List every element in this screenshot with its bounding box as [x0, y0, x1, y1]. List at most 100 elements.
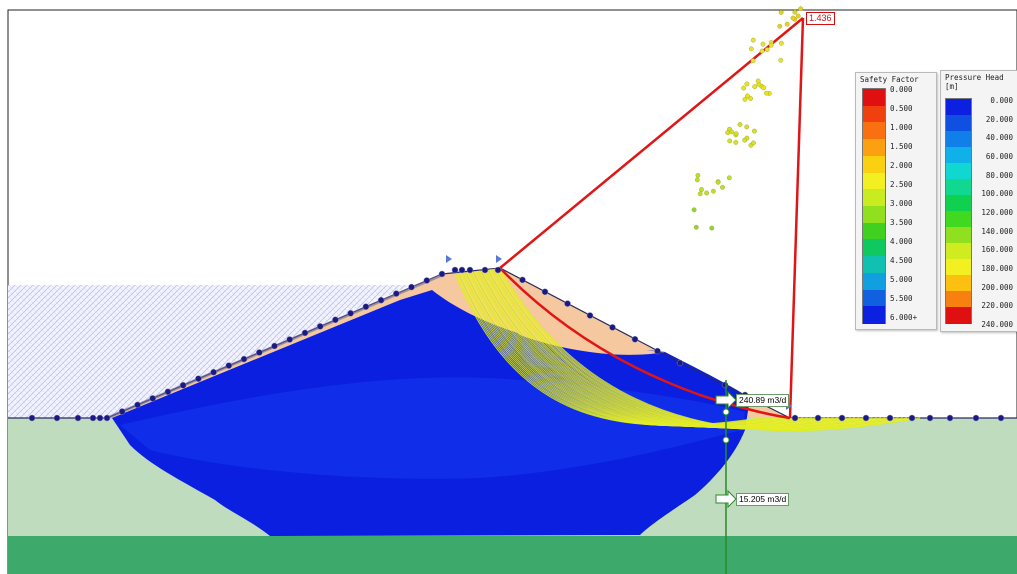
flux-label-upper[interactable]: 240.89 m3/d — [736, 394, 790, 407]
slip-center-point — [751, 140, 756, 146]
boundary-node — [118, 408, 126, 415]
slip-center-point — [752, 84, 758, 90]
slip-center-point — [792, 9, 798, 15]
slip-center-point — [745, 93, 750, 99]
slip-center-point — [711, 188, 716, 194]
flux-label-lower[interactable]: 15.205 m3/d — [736, 493, 790, 506]
boundary-node — [53, 414, 61, 422]
boundary-node — [519, 276, 526, 284]
legend-swatch — [946, 307, 971, 325]
boundary-node — [423, 277, 431, 284]
slip-center-point — [784, 21, 790, 27]
slip-center-point — [764, 90, 769, 96]
slip-center-point — [733, 131, 739, 137]
legend-swatch — [946, 275, 971, 293]
flux-node — [722, 408, 730, 416]
legend-swatch — [946, 259, 971, 277]
pressure-legend-label: 120.000 — [981, 208, 1013, 217]
boundary-node — [271, 342, 278, 350]
boundary-node — [332, 316, 339, 324]
legend-swatch — [863, 272, 885, 291]
boundary-node — [791, 414, 799, 422]
legend-swatch — [863, 105, 885, 124]
slip-center-point — [693, 224, 699, 230]
legend-swatch — [946, 243, 971, 261]
boundary-node — [134, 401, 141, 409]
safety-legend-label: 2.000 — [890, 161, 913, 171]
slip-center-point — [744, 124, 750, 130]
crest-marker-left — [446, 255, 452, 263]
boundary-node — [458, 266, 466, 274]
legend-swatch — [946, 195, 971, 213]
legend-swatch — [863, 122, 885, 141]
safety-legend-label: 5.000 — [890, 275, 913, 285]
boundary-node — [586, 312, 594, 319]
slip-center-point — [755, 78, 761, 84]
safety-legend-label: 4.500 — [890, 256, 913, 266]
flux-arrow-lower — [715, 489, 737, 509]
pressure-legend-label: 140.000 — [981, 226, 1013, 236]
boundary-node — [408, 283, 415, 291]
slip-center-point — [737, 122, 743, 127]
boundary-nodes — [28, 266, 1005, 422]
slip-center-point — [709, 225, 715, 231]
slip-center-point — [761, 85, 767, 91]
boundary-node — [362, 303, 370, 310]
boundary-node — [347, 310, 354, 317]
slip-center-point — [741, 85, 747, 91]
pressure-legend-title: Pressure Head [m] — [945, 73, 1004, 91]
boundary-node — [225, 362, 233, 369]
critical-safety-factor-label[interactable]: 1.436 — [806, 12, 835, 25]
boundary-node — [256, 349, 263, 356]
slip-center-point — [768, 42, 774, 48]
safety-legend-label: 1.000 — [890, 123, 913, 133]
legend-swatch — [863, 239, 885, 258]
safety-legend-label: 4.000 — [890, 237, 913, 247]
slip-radius-right — [788, 17, 805, 419]
slip-center-point — [704, 190, 709, 196]
slip-center-point — [695, 172, 701, 178]
slip-center-point — [778, 9, 784, 15]
slip-center-point — [742, 137, 748, 143]
boundary-node — [466, 266, 474, 274]
boundary-node — [451, 266, 459, 274]
slip-center-point — [778, 57, 784, 63]
boundary-node — [972, 414, 980, 422]
legend-swatch — [946, 291, 971, 309]
legend-swatch — [863, 289, 885, 308]
slip-center-point — [726, 175, 732, 181]
boundary-node — [96, 414, 104, 422]
boundary-node — [377, 296, 385, 304]
boundary-node — [946, 414, 954, 422]
slip-center-point — [744, 81, 750, 87]
legend-swatch — [946, 99, 971, 117]
reservoir-water — [8, 285, 412, 418]
boundary-node — [541, 288, 549, 296]
boundary-node — [393, 290, 400, 297]
slip-center-point — [750, 37, 756, 43]
legend-swatch — [863, 139, 885, 158]
boundary-node — [316, 323, 324, 330]
legend-swatch — [863, 155, 885, 174]
boundary-node — [886, 414, 894, 422]
pressure-legend-label: 80.000 — [985, 170, 1013, 180]
pressure-legend-label: 240.000 — [981, 320, 1013, 329]
pressure-legend-label: 40.000 — [985, 133, 1013, 143]
slip-center-point — [764, 47, 770, 53]
legend-swatch — [863, 306, 885, 325]
boundary-node — [103, 414, 111, 422]
flux-arrow-upper — [715, 390, 737, 410]
pressure-legend-label: 220.000 — [981, 301, 1013, 311]
slip-center-point — [750, 58, 756, 64]
slip-center-point — [752, 128, 757, 134]
boundary-node — [814, 414, 822, 422]
critical-slip-surface[interactable] — [499, 267, 791, 420]
boundary-node — [838, 414, 846, 422]
legend-swatch — [863, 206, 885, 224]
boundary-node — [149, 395, 156, 402]
slip-surfaces — [454, 267, 921, 432]
